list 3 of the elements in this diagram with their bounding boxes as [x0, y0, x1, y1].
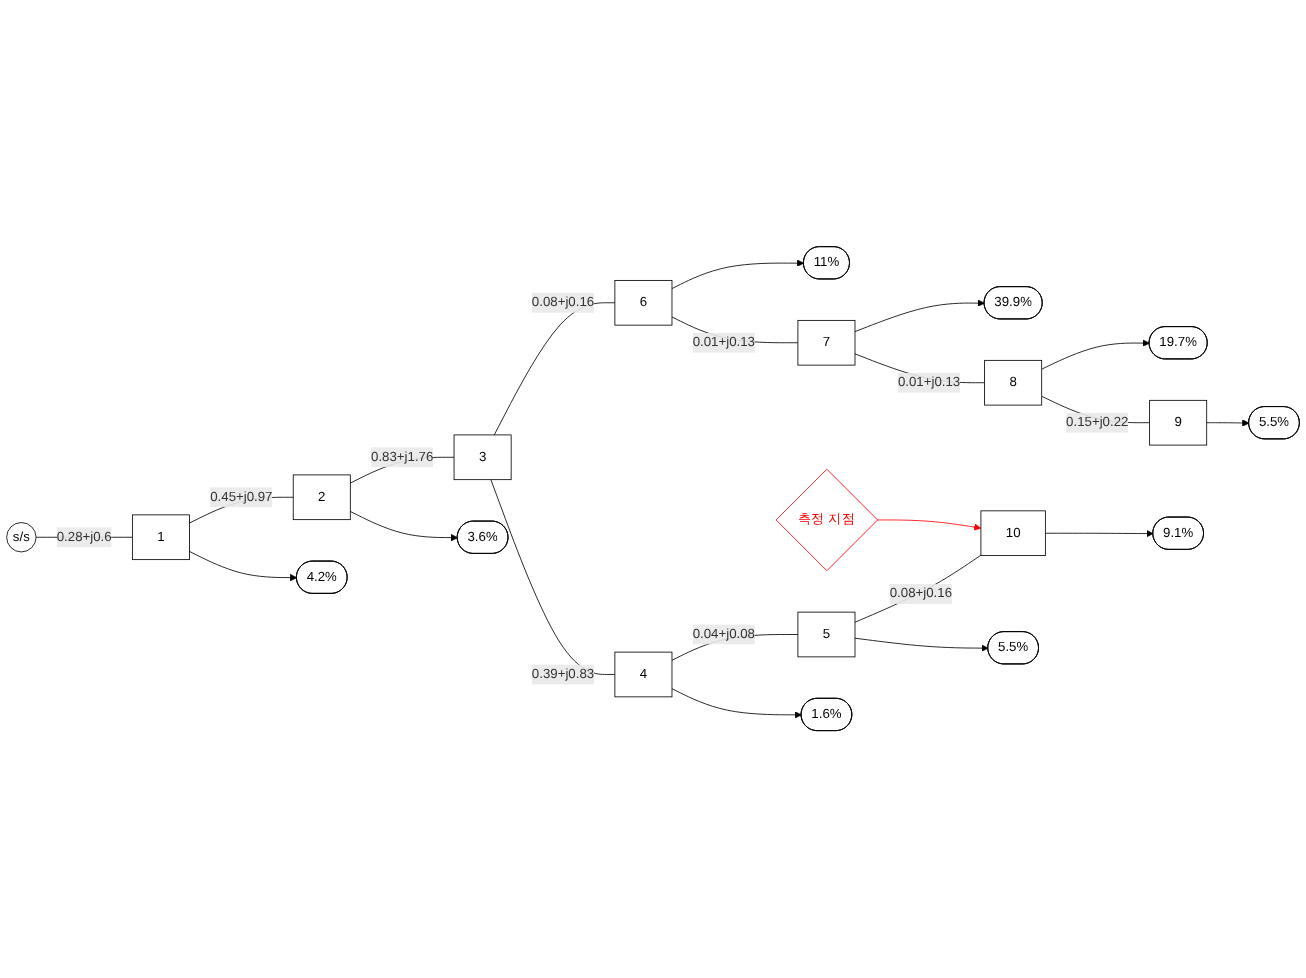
connector	[490, 479, 616, 676]
connector	[493, 302, 616, 436]
connector	[854, 555, 982, 624]
